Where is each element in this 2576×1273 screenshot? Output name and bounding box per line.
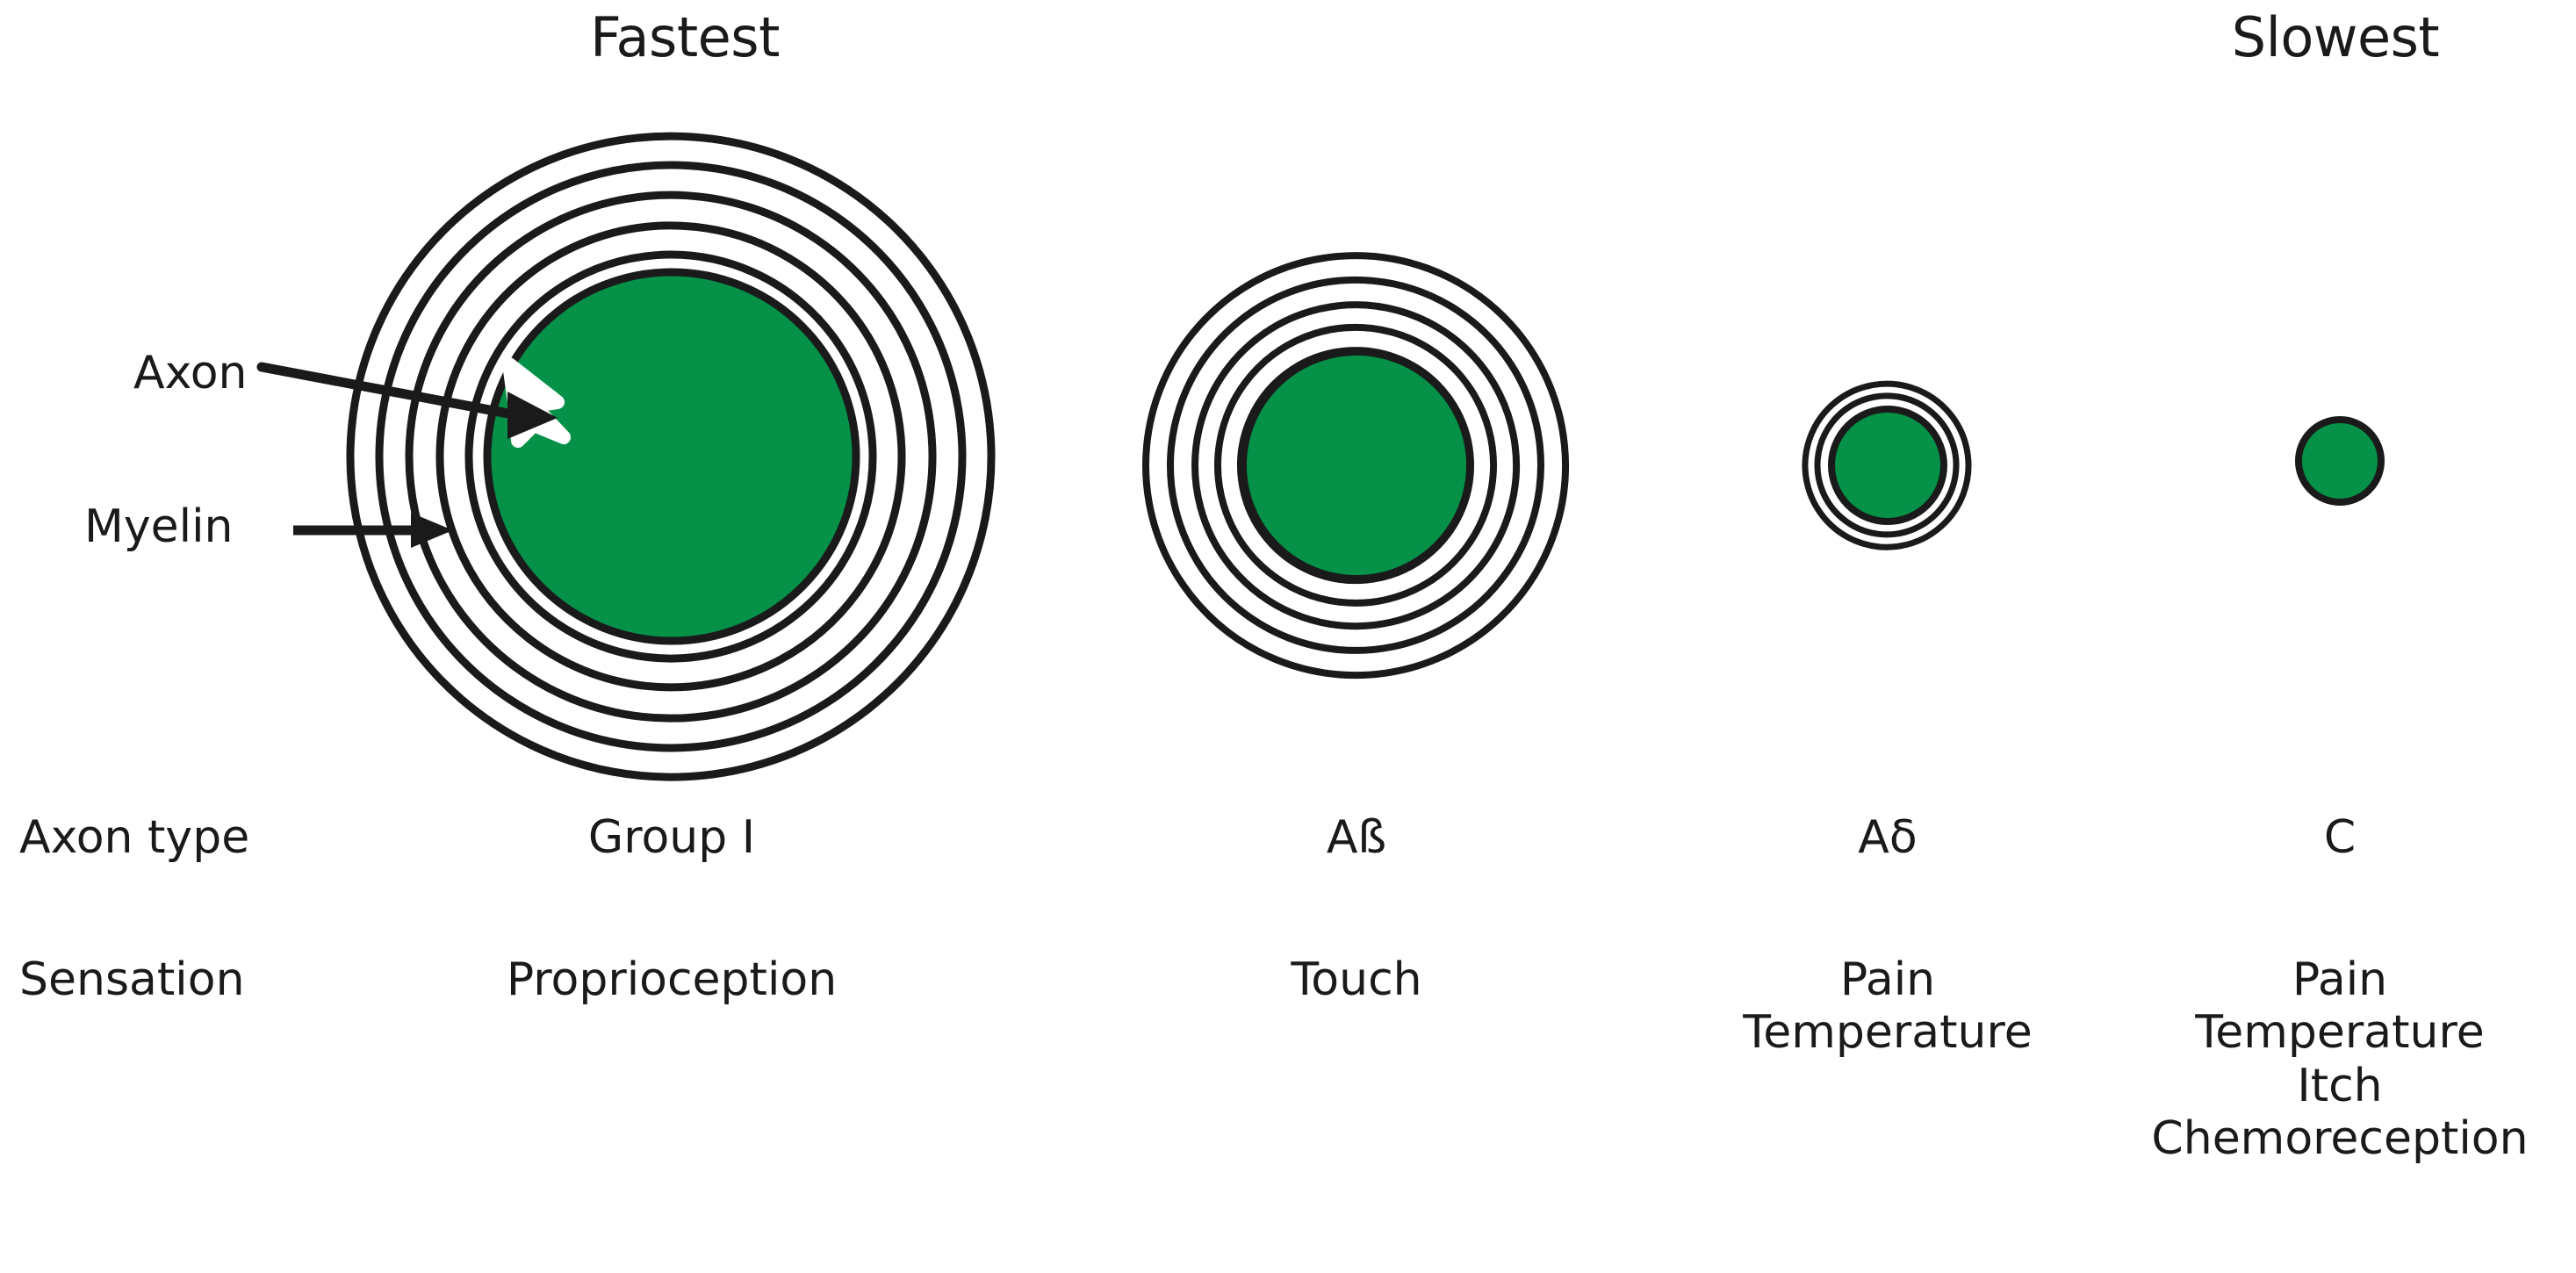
axon-cross-section-a-delta <box>1802 380 1972 550</box>
sensation-item: Pain <box>1839 953 1936 1006</box>
sensation-item: Chemoreception <box>2151 1111 2529 1165</box>
sensation-list-group-i: Proprioception <box>408 953 935 1006</box>
axon-core-group-i <box>483 268 860 645</box>
myelin-pointer-arrow <box>293 513 453 548</box>
sensation-item: Temperature <box>2195 1006 2485 1060</box>
axon-core-a-beta <box>1240 349 1473 582</box>
axon-type-a-beta: Aß <box>1326 811 1387 864</box>
axon-cross-section-c <box>2295 416 2385 506</box>
sensation-item: Pain <box>2292 953 2388 1006</box>
myelin-callout-label: Myelin <box>84 500 234 553</box>
slowest-label: Slowest <box>2231 5 2440 69</box>
axon-core-c <box>2295 416 2385 506</box>
axon-core-a-delta <box>1828 406 1947 525</box>
sensation-item: Proprioception <box>506 953 838 1006</box>
axon-pointer-arrow <box>256 357 571 448</box>
sensation-item: Temperature <box>1743 1006 2033 1060</box>
sensation-list-a-beta: Touch <box>1128 953 1585 1006</box>
sensation-item: Itch <box>2297 1059 2383 1112</box>
axon-callout-label: Axon <box>133 347 248 399</box>
sensation-list-a-delta: Pain Temperature <box>1651 953 2125 1060</box>
axon-type-c: C <box>2323 811 2357 864</box>
fastest-label: Fastest <box>590 5 780 69</box>
row-header-axon-type: Axon type <box>19 811 250 864</box>
axon-cross-section-a-beta <box>1142 252 1569 680</box>
sensation-list-c: Pain Temperature Itch Chemoreception <box>2103 953 2576 1165</box>
sensation-item: Touch <box>1291 953 1422 1006</box>
axon-type-group-i: Group I <box>587 811 756 864</box>
axon-type-a-delta: Aδ <box>1858 811 1918 864</box>
axon-cross-section-group-i <box>346 132 996 781</box>
row-header-sensation: Sensation <box>19 953 245 1006</box>
